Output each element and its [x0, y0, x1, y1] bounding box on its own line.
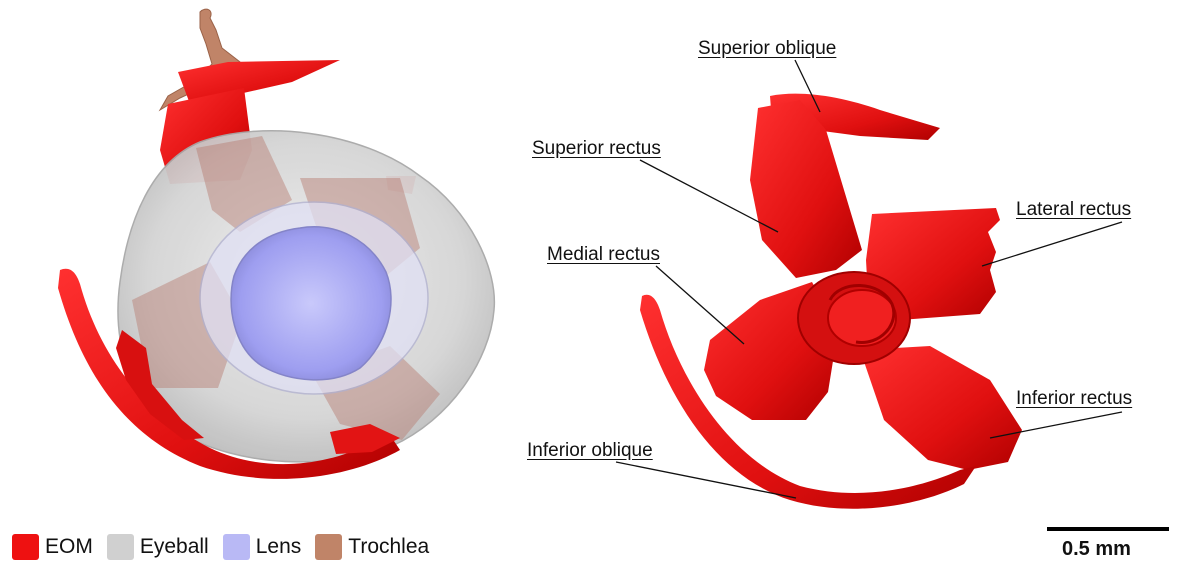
leader-medial-rectus	[656, 266, 744, 344]
legend-label-eom: EOM	[45, 535, 93, 559]
eom-swatch	[12, 534, 39, 560]
legend-item-trochlea: Trochlea	[315, 534, 429, 560]
lens-shape	[231, 227, 391, 380]
legend-item-eyeball: Eyeball	[107, 534, 209, 560]
trochlea-swatch	[315, 534, 342, 560]
inferior-rectus-right	[860, 346, 1022, 470]
legend-item-lens: Lens	[223, 534, 302, 560]
legend-label-lens: Lens	[256, 535, 302, 559]
leader-lateral-rectus	[982, 222, 1122, 266]
center-insertion-inner	[828, 290, 896, 346]
label-lateral-rectus: Lateral rectus	[1016, 199, 1131, 221]
eyeball-swatch	[107, 534, 134, 560]
label-inferior-rectus: Inferior rectus	[1016, 388, 1132, 410]
label-medial-rectus: Medial rectus	[547, 244, 660, 266]
legend-label-trochlea: Trochlea	[348, 535, 429, 559]
legend-label-eyeball: Eyeball	[140, 535, 209, 559]
lens-swatch	[223, 534, 250, 560]
right-panel	[640, 94, 1022, 509]
label-superior-rectus: Superior rectus	[532, 138, 661, 160]
left-panel	[58, 9, 494, 479]
scale-bar	[1047, 527, 1169, 531]
label-superior-oblique: Superior oblique	[698, 38, 836, 60]
label-inferior-oblique: Inferior oblique	[527, 440, 653, 462]
legend: EOM Eyeball Lens Trochlea	[12, 534, 443, 560]
scale-label: 0.5 mm	[1062, 538, 1131, 561]
legend-item-eom: EOM	[12, 534, 93, 560]
